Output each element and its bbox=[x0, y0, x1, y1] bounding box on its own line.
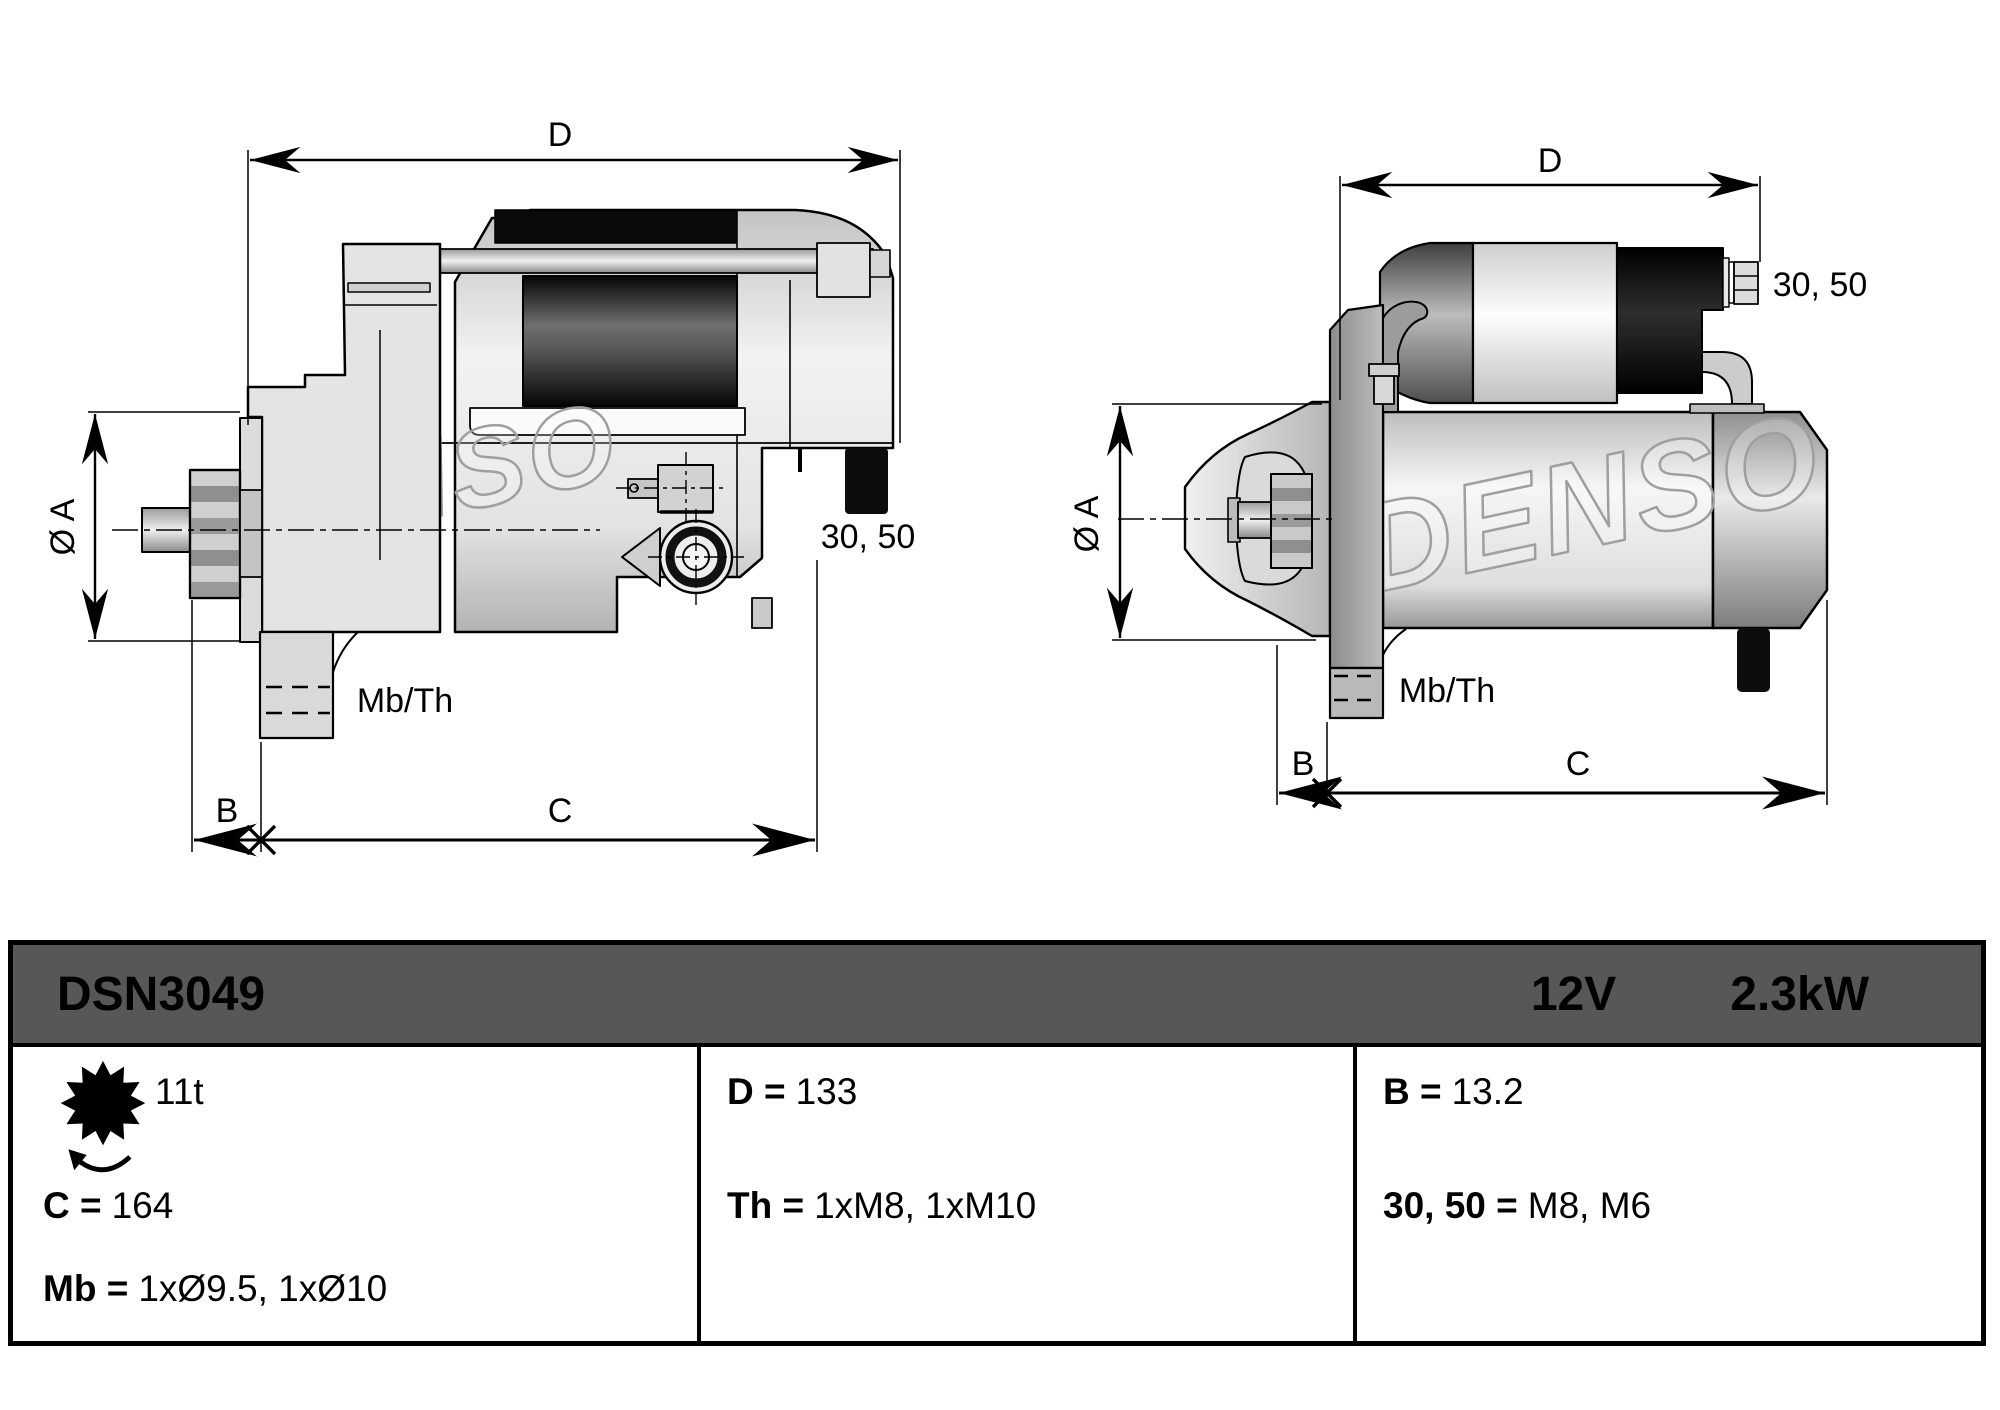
spec-b: B =13.2 bbox=[1383, 1071, 1524, 1112]
dimension-d: D bbox=[1339, 142, 1761, 400]
label-30-50: 30, 50 bbox=[821, 518, 916, 556]
svg-text:B: B bbox=[1292, 745, 1315, 783]
switch-terminal-box bbox=[616, 452, 726, 526]
spec-body: 11t C =164 Mb =1xØ9.5, 1xØ10 D =133 Th =… bbox=[13, 1047, 1981, 1341]
spec-cell-3: B =13.2 30, 50 =M8, M6 bbox=[1353, 1047, 1981, 1341]
svg-text:B: B bbox=[216, 792, 239, 830]
svg-text:D: D bbox=[1538, 142, 1563, 180]
dimension-d: D bbox=[247, 116, 901, 443]
dimension-dia-a: Ø A bbox=[1068, 403, 1322, 641]
bearing-boss bbox=[621, 509, 744, 605]
svg-text:C: C bbox=[548, 792, 573, 830]
through-bolt bbox=[429, 248, 874, 274]
spec-30-50: 30, 50 =M8, M6 bbox=[1383, 1185, 1652, 1226]
label-mb-th: Mb/Th bbox=[357, 682, 453, 720]
pinion-gear bbox=[1270, 473, 1313, 569]
spec-mb: Mb =1xØ9.5, 1xØ10 bbox=[43, 1268, 388, 1309]
svg-text:Ø A: Ø A bbox=[1068, 495, 1106, 552]
field-coil-cylinder bbox=[522, 275, 738, 407]
dimension-b-c: B C bbox=[1276, 600, 1828, 810]
label-mb-th: Mb/Th bbox=[1399, 672, 1495, 710]
spec-d: D =133 bbox=[727, 1071, 858, 1112]
starter-motor-diagram: DENSO bbox=[44, 116, 1868, 857]
bolt-nut bbox=[869, 249, 891, 278]
svg-text:Ø A: Ø A bbox=[44, 498, 82, 555]
spec-table: DSN3049 12V 2.3kW 11t C =164 Mb =1xØ9.5,… bbox=[8, 940, 1986, 1346]
solenoid bbox=[1378, 241, 1765, 414]
motor-body bbox=[1381, 410, 1715, 630]
svg-text:C: C bbox=[1566, 745, 1591, 783]
lead-elbow bbox=[1701, 351, 1753, 405]
terminal-stub bbox=[1737, 628, 1770, 692]
right-view: DENSO bbox=[1068, 142, 1868, 810]
pinion-gear bbox=[141, 468, 263, 600]
spec-header: DSN3049 12V 2.3kW bbox=[13, 945, 1981, 1047]
terminal-30-50 bbox=[845, 448, 888, 514]
teeth-count: 11t bbox=[155, 1071, 204, 1112]
pinion-gear-rotation-icon bbox=[60, 1060, 146, 1173]
armature-band bbox=[494, 209, 738, 244]
dimension-b-c: B C bbox=[191, 560, 818, 857]
label-30-50: 30, 50 bbox=[1773, 266, 1868, 304]
part-number: DSN3049 bbox=[57, 967, 266, 1021]
rear-bracket bbox=[816, 242, 871, 298]
mounting-foot bbox=[258, 630, 335, 740]
spec-th: Th =1xM8, 1xM10 bbox=[727, 1185, 1037, 1226]
svg-text:D: D bbox=[548, 116, 573, 154]
power-value: 2.3kW bbox=[1730, 967, 1869, 1021]
spec-c: C =164 bbox=[43, 1185, 174, 1226]
voltage-value: 12V bbox=[1530, 967, 1617, 1021]
mounting-flange bbox=[246, 242, 442, 634]
solenoid-black-cap bbox=[1616, 247, 1724, 394]
drain-bolt bbox=[751, 597, 773, 629]
dimension-dia-a: Ø A bbox=[44, 411, 240, 642]
mounting-flange bbox=[1328, 300, 1429, 720]
terminal-bolt bbox=[1733, 261, 1759, 305]
spec-cell-1: 11t C =164 Mb =1xØ9.5, 1xØ10 bbox=[13, 1047, 697, 1341]
spec-cell-2: D =133 Th =1xM8, 1xM10 bbox=[697, 1047, 1353, 1341]
left-view: DENSO bbox=[44, 116, 916, 857]
